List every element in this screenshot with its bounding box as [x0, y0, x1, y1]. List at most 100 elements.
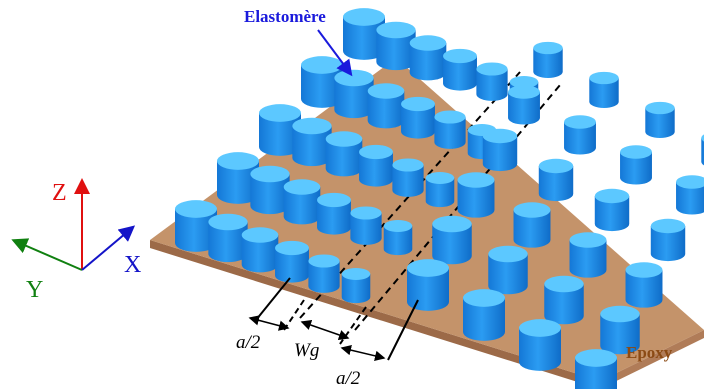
x-axis-label: X — [124, 252, 141, 278]
plate-side-right — [600, 330, 704, 389]
elastomer-pillar — [434, 110, 466, 149]
pillar-top — [350, 206, 382, 220]
pillar-top — [564, 115, 596, 129]
elastomer-pillar — [476, 62, 508, 101]
pillar-top — [292, 117, 332, 135]
z-axis-label: Z — [52, 180, 67, 206]
dim-label-a-half-left: a/2 — [236, 332, 261, 353]
pillar-side — [645, 108, 675, 138]
pillar-top — [569, 232, 607, 248]
dim-arrow-a-half-right — [340, 344, 386, 362]
pillar-top — [334, 69, 374, 87]
elastomer-pillar — [425, 172, 455, 208]
pillar-side — [350, 213, 382, 245]
pillar-top — [620, 145, 652, 159]
elastomer-pillar — [367, 83, 405, 129]
pillar-top — [509, 76, 539, 88]
dim-label-a-half-right: a/2 — [336, 368, 361, 389]
pillar-side — [625, 270, 663, 308]
pillar-side — [488, 254, 528, 295]
pillar-top — [383, 220, 413, 232]
pillar-top — [175, 200, 217, 218]
elastomer-pillar — [317, 192, 351, 235]
pillar-side — [208, 222, 248, 263]
elastomer-pillar — [359, 144, 393, 187]
pillar-side — [620, 152, 652, 185]
pillar-top — [463, 289, 505, 307]
pillar-side — [409, 43, 447, 81]
pillar-top — [401, 96, 435, 112]
plate-side-front — [150, 240, 600, 389]
pillar-side — [283, 187, 321, 225]
pillar-top — [600, 305, 640, 323]
dim-arrow-a-half-left — [248, 315, 290, 331]
elastomer-pillar — [594, 188, 630, 232]
pillar-top — [367, 83, 405, 99]
pillar-top — [359, 144, 393, 160]
elastomer-pillar — [308, 254, 340, 293]
pillar-top — [325, 131, 363, 147]
pillar-top — [645, 101, 675, 115]
pillar-top — [594, 188, 630, 204]
elastomer-label: Elastomère — [244, 7, 326, 26]
elastomer-pillar — [600, 305, 640, 355]
elastomer-pillar — [645, 101, 675, 138]
pillar-side — [463, 298, 505, 341]
pillar-side — [676, 182, 704, 215]
pillar-top — [392, 158, 424, 172]
elastomer-pillar — [343, 8, 385, 60]
pillar-side — [538, 166, 574, 202]
pillar-side — [376, 30, 416, 71]
pillar-top — [457, 172, 495, 188]
pillar-top — [482, 128, 518, 144]
pillar-side — [650, 226, 686, 262]
pillar-top — [443, 48, 477, 64]
elastomer-pillar — [283, 179, 321, 225]
pillar-top — [250, 165, 290, 183]
pillar-top — [308, 254, 340, 268]
elastomer-pillar — [513, 202, 551, 248]
pillar-top — [409, 35, 447, 51]
pillar-top — [259, 104, 301, 122]
elastomer-pillar — [482, 128, 518, 172]
pillar-side — [241, 235, 279, 273]
pillar-top — [432, 215, 472, 233]
pillar-side — [301, 65, 343, 108]
elastomer-pillar — [589, 71, 619, 108]
pillar-side — [317, 200, 351, 235]
pillar-side — [250, 174, 290, 215]
pillar-top — [589, 71, 619, 85]
elastomer-pillar — [519, 319, 561, 371]
pillar-top — [538, 158, 574, 174]
elastomer-pillar — [701, 134, 704, 166]
pillar-top — [241, 227, 279, 243]
pillar-side — [308, 261, 340, 293]
elastomer-pillar — [463, 289, 505, 341]
gap-boundary-right — [354, 84, 561, 331]
pillar-top — [476, 62, 508, 76]
elastomer-pillar — [432, 215, 472, 265]
pillar-side — [513, 210, 551, 248]
elastomer-pointer-arrow — [317, 29, 353, 77]
pillar-top — [283, 179, 321, 195]
epoxy-label: Epoxy — [626, 343, 673, 362]
pillar-side — [575, 358, 617, 389]
elastomer-pillar — [250, 165, 290, 215]
pillar-side — [275, 248, 309, 283]
pillar-side — [544, 284, 584, 325]
pillar-top — [301, 56, 343, 74]
elastomer-pillar — [407, 259, 449, 311]
pillar-side — [443, 56, 477, 91]
pillar-side — [292, 126, 332, 167]
elastomer-pillar — [508, 85, 540, 125]
elastomer-pillar — [217, 152, 259, 204]
y-axis-label: Y — [26, 277, 43, 303]
pillar-side — [594, 196, 630, 232]
pillar-side — [476, 69, 508, 101]
elastomer-pillar — [443, 48, 477, 91]
pillar-side — [600, 314, 640, 355]
elastomer-pillar — [292, 117, 332, 167]
elastomer-pillar — [401, 96, 435, 139]
dim-extension-3 — [339, 306, 367, 345]
elastomer-pillar — [569, 232, 607, 278]
